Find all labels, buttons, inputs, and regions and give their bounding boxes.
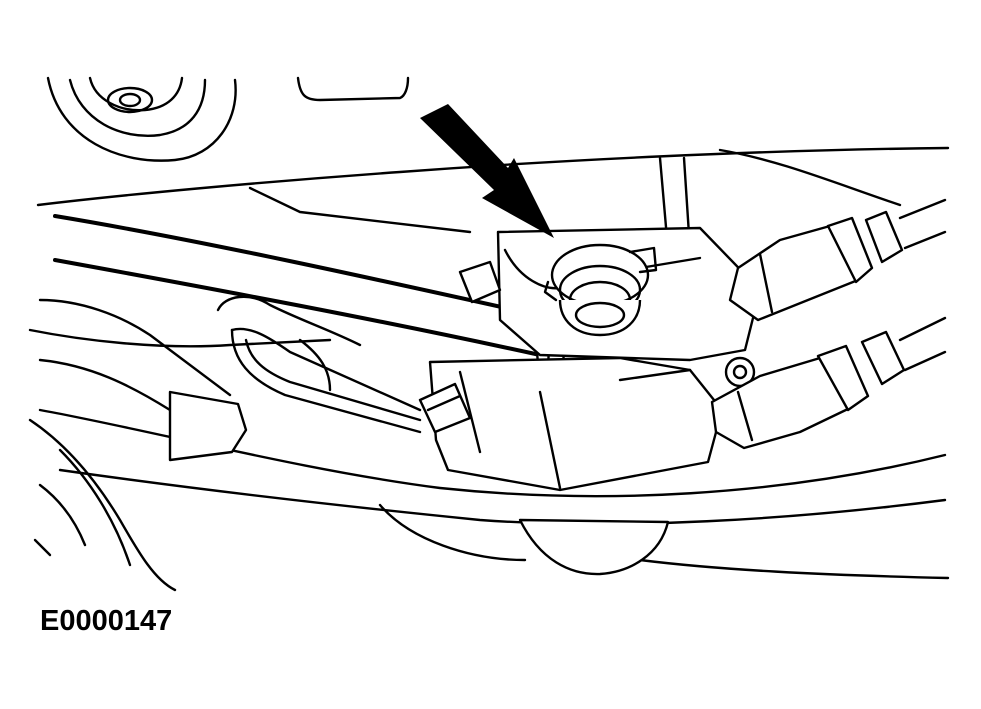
bolt-upper-left [458,260,502,304]
hub-assembly [46,76,410,162]
figure-id-label: E0000147 [40,605,173,637]
fitting-lower [710,316,947,450]
frame-member-lower [28,328,950,580]
hose [28,298,248,592]
frame-member-upper [36,146,950,252]
indicator-arrow [420,104,554,238]
connector [543,243,658,337]
bent-tube [216,295,422,434]
bolt-lower-left [418,382,472,434]
fitting-upper [728,198,947,322]
